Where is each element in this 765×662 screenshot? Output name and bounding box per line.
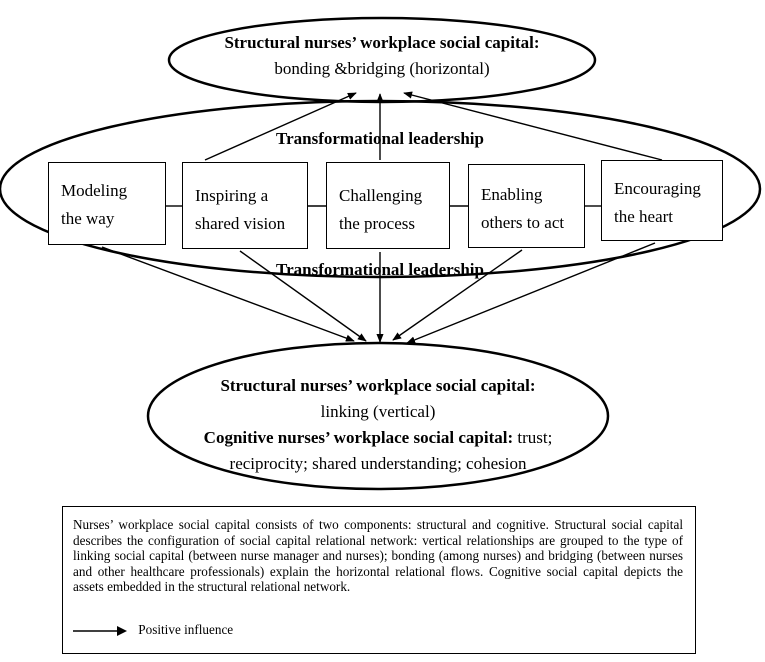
practice-box-encouraging: Encouraging the heart (601, 160, 723, 241)
legend-key: Positive influence (73, 622, 233, 642)
practice-line2: the heart (614, 207, 673, 226)
top-ellipse-title: Structural nurses’ workplace social capi… (224, 33, 540, 52)
practice-box-inspiring: Inspiring a shared vision (182, 162, 308, 249)
practice-line1: Enabling (481, 185, 543, 204)
arrow-vision-to-bottom (239, 250, 367, 342)
bottom-ellipse-trust: trust; (517, 428, 553, 447)
practice-box-enabling: Enabling others to act (468, 164, 585, 248)
practice-line1: Encouraging (614, 179, 701, 198)
practice-line2: the way (61, 209, 115, 228)
leadership-label-bottom: Transformational leadership (276, 260, 484, 279)
arrow-encouraging-to-top (403, 91, 663, 161)
legend-description: Nurses’ workplace social capital consist… (73, 517, 683, 595)
practice-line2: the process (339, 214, 416, 233)
practice-box-challenging: Challenging the process (326, 162, 450, 249)
arrow-encouraging-to-bottom (406, 242, 656, 344)
bottom-ellipse-title-structural: Structural nurses’ workplace social capi… (220, 376, 536, 395)
legend-box: Nurses’ workplace social capital consist… (62, 506, 696, 654)
bottom-ellipse-title-cognitive: Cognitive nurses’ workplace social capit… (203, 428, 514, 447)
practice-line2: others to act (481, 213, 565, 232)
top-ellipse-subtitle: bonding &bridging (horizontal) (274, 59, 490, 78)
bottom-ellipse-cognitive-items: reciprocity; shared understanding; cohes… (229, 454, 527, 473)
arrow-modeling-to-bottom (101, 246, 355, 342)
arrow-vision-to-top (204, 92, 357, 161)
practice-line1: Challenging (339, 186, 423, 205)
legend-arrow-label: Positive influence (138, 622, 234, 637)
practice-line2: shared vision (195, 214, 286, 233)
practice-box-modeling: Modeling the way (48, 162, 166, 245)
bottom-ellipse (146, 341, 610, 491)
practice-line1: Modeling (61, 181, 128, 200)
leadership-label-top: Transformational leadership (276, 129, 484, 148)
practice-line1: Inspiring a (195, 186, 269, 205)
arrow-enabling-to-bottom (392, 249, 523, 341)
bottom-ellipse-cognitive-line: Cognitive nurses’ workplace social capit… (160, 425, 596, 451)
arrow-icon (73, 625, 127, 636)
bottom-ellipse-linking: linking (vertical) (320, 402, 436, 421)
